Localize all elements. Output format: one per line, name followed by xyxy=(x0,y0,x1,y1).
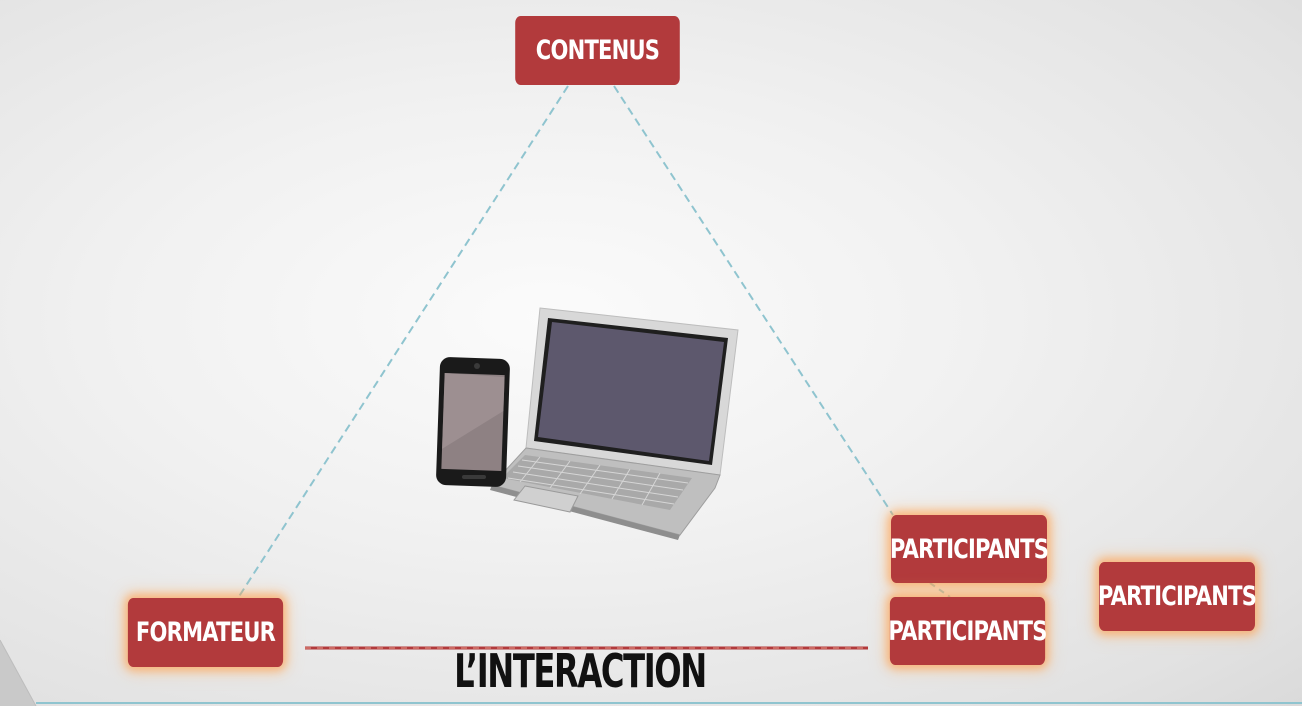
node-contenus: CONTENUS xyxy=(515,16,680,85)
edge-participants-stack xyxy=(929,582,951,598)
node-participants-bottom: PARTICIPANTS xyxy=(888,597,1047,665)
laptop-icon xyxy=(490,307,739,540)
edge-contenus-formateur xyxy=(237,85,569,599)
devices-illustration xyxy=(436,307,739,540)
node-participants-top-label: PARTICIPANTS xyxy=(889,533,1049,565)
node-participants-bottom-label: PARTICIPANTS xyxy=(888,615,1047,647)
bottom-rule xyxy=(36,702,1302,704)
interaction-caption: L’INTERACTION xyxy=(454,644,707,698)
smartphone-icon xyxy=(436,357,510,487)
node-formateur: FORMATEUR xyxy=(127,598,284,667)
node-formateur-label: FORMATEUR xyxy=(135,617,276,648)
edge-contenus-participants xyxy=(613,85,894,516)
node-participants-top: PARTICIPANTS xyxy=(889,515,1049,583)
node-participants-right-label: PARTICIPANTS xyxy=(1097,581,1257,612)
node-participants-right: PARTICIPANTS xyxy=(1097,562,1257,631)
node-contenus-label: CONTENUS xyxy=(535,35,660,66)
